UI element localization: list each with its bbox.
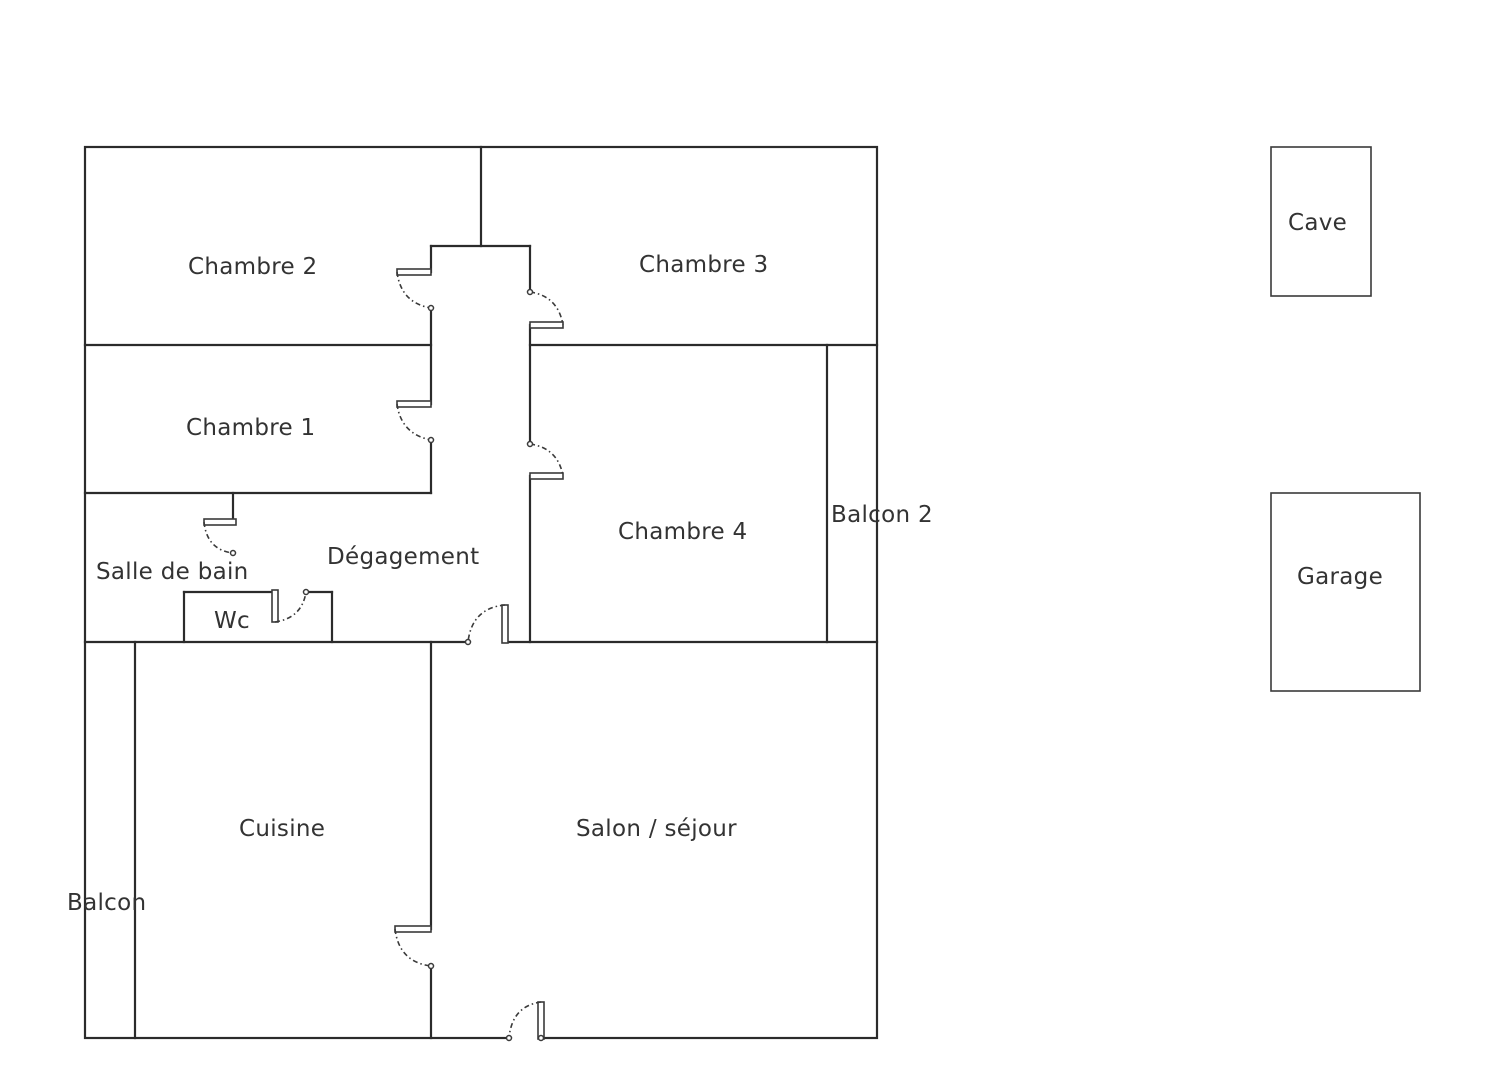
door-chambre2 [396, 268, 435, 312]
room-labels: Chambre 2 Chambre 3 Chambre 1 Chambre 4 … [67, 210, 1383, 916]
label-salon: Salon / séjour [576, 816, 737, 842]
label-wc: Wc [214, 608, 250, 634]
cave-outline [1270, 146, 1372, 297]
door-salle-de-bain [203, 518, 237, 557]
label-cuisine: Cuisine [239, 816, 325, 842]
label-chambre3: Chambre 3 [639, 252, 768, 278]
label-garage: Garage [1297, 564, 1383, 590]
label-cave: Cave [1288, 210, 1347, 236]
label-degagement: Dégagement [327, 544, 479, 570]
label-balcon: Balcon [67, 890, 146, 916]
label-chambre4: Chambre 4 [618, 519, 747, 545]
door-chambre3 [526, 288, 564, 329]
door-chambre4 [526, 440, 564, 480]
label-salle-de-bain: Salle de bain [96, 559, 249, 585]
label-chambre1: Chambre 1 [186, 415, 315, 441]
door-cuisine [394, 925, 435, 970]
walls [83, 145, 879, 1040]
garage-outline [1270, 492, 1421, 692]
doors [203, 268, 564, 1042]
label-balcon2: Balcon 2 [831, 502, 933, 528]
door-chambre1 [396, 400, 435, 444]
door-wc [271, 588, 310, 623]
label-chambre2: Chambre 2 [188, 254, 317, 280]
door-entrance [505, 1001, 545, 1042]
door-degagement [464, 604, 509, 646]
